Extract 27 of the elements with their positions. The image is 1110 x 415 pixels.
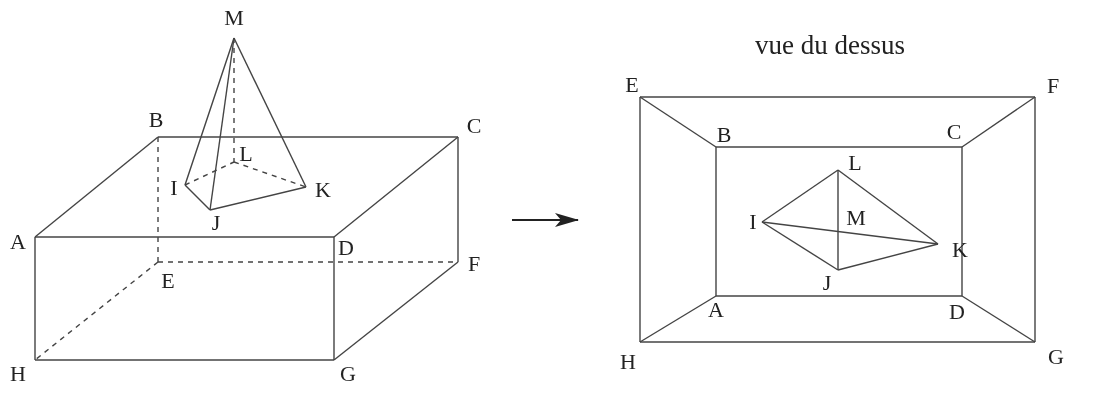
point-label: F	[1046, 75, 1060, 97]
point-label: A	[708, 299, 724, 321]
point-label: I	[170, 177, 178, 199]
point-label: E	[625, 74, 639, 96]
point-label: H	[620, 351, 636, 373]
point-label: A	[10, 231, 26, 253]
point-label: L	[239, 143, 253, 165]
point-label: D	[949, 301, 965, 323]
point-label: C	[946, 121, 962, 143]
point-label: E	[161, 270, 175, 292]
point-label: C	[466, 115, 482, 137]
point-label: B	[716, 124, 732, 146]
view-title: vue du dessus	[754, 30, 906, 60]
point-label: B	[148, 109, 164, 131]
point-label: M	[224, 7, 244, 29]
point-label: G	[340, 363, 356, 385]
point-label: F	[467, 253, 481, 275]
point-label: I	[749, 211, 757, 233]
point-label: J	[211, 212, 221, 234]
point-label: D	[338, 237, 354, 259]
point-label: H	[10, 363, 26, 385]
arrow	[511, 213, 579, 227]
point-label: M	[846, 207, 866, 229]
point-label: K	[315, 179, 331, 201]
point-label: L	[848, 152, 862, 174]
point-label: J	[822, 272, 832, 294]
point-label: G	[1048, 346, 1064, 368]
